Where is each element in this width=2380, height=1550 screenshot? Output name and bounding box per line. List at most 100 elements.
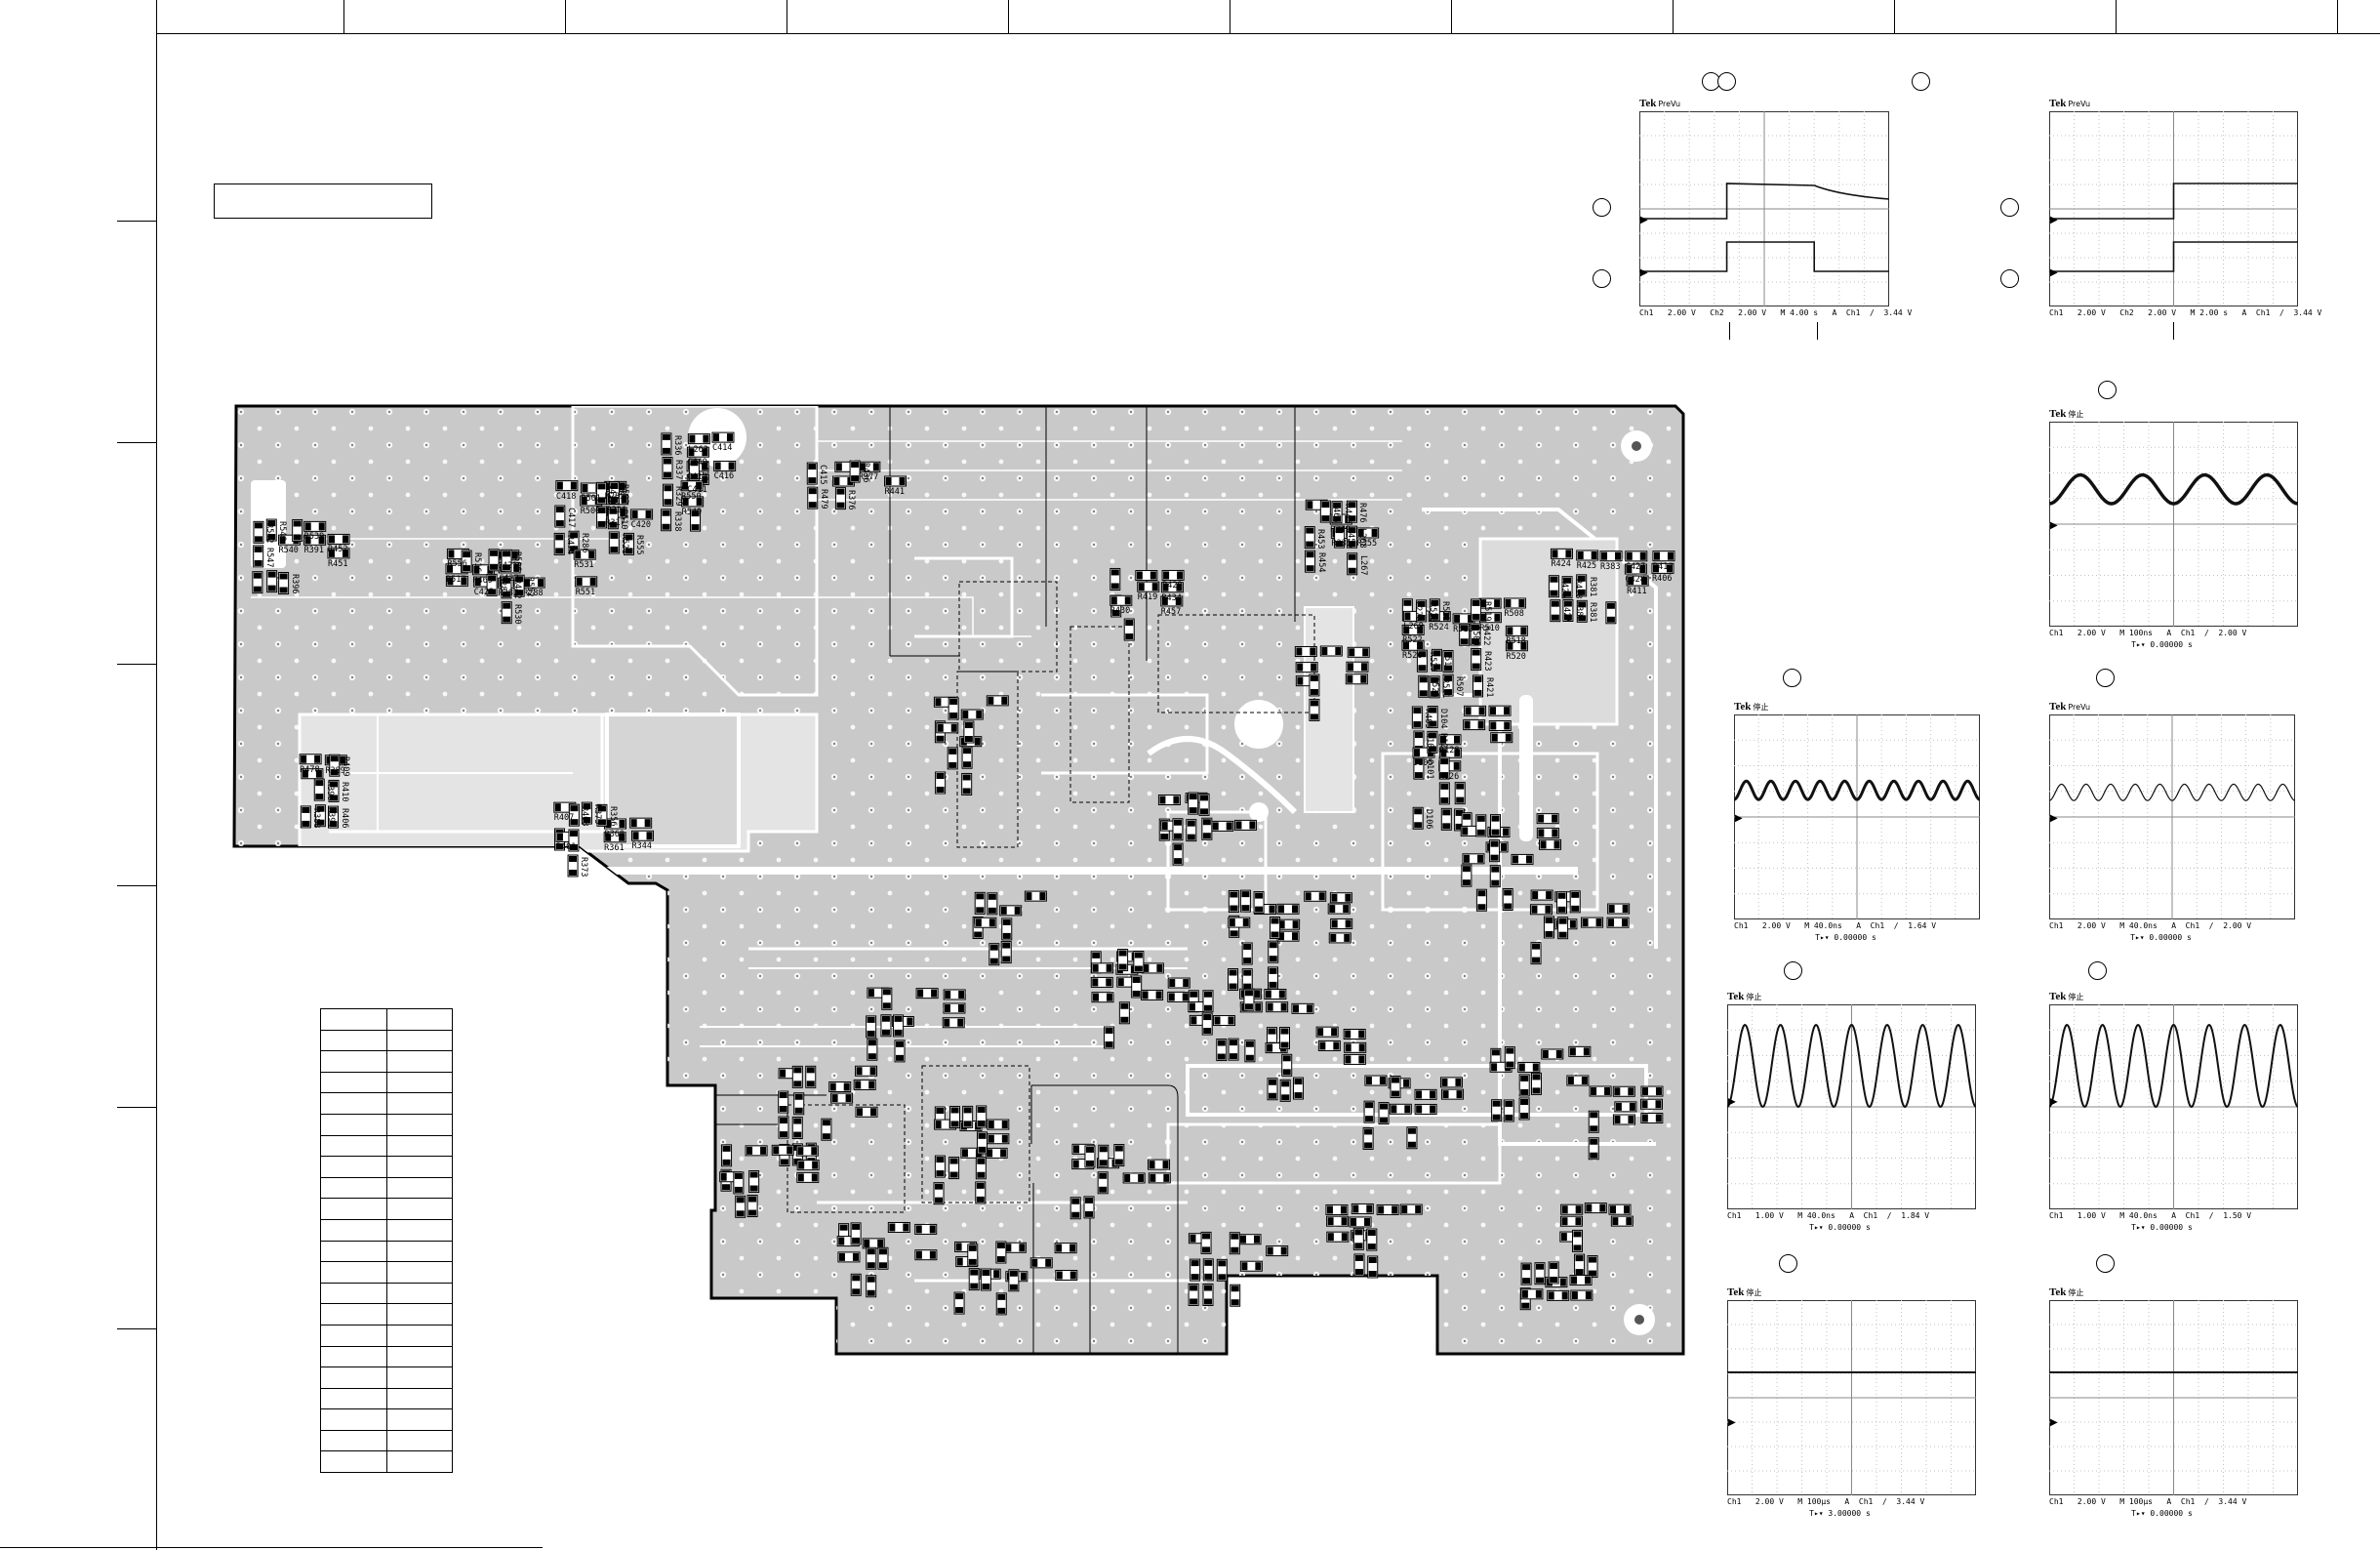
solder-pad [1348, 567, 1356, 574]
solder-pad [867, 1030, 875, 1037]
solder-pad [555, 548, 564, 554]
component-footprint [1345, 673, 1368, 685]
solder-pad [1357, 528, 1364, 537]
component-footprint [796, 1160, 820, 1171]
component-ref-label: R509 [1470, 626, 1480, 646]
row-tick [117, 221, 156, 222]
label-table-row [320, 1113, 453, 1136]
solder-pad [936, 786, 945, 793]
component-ref-label: R507 [1454, 676, 1465, 697]
solder-pad [779, 1106, 787, 1113]
solder-pad [1360, 663, 1367, 672]
solder-pad [597, 805, 606, 812]
solder-pad [936, 772, 945, 779]
component-ref-label: R288 [523, 589, 544, 599]
solder-pad [1472, 663, 1480, 670]
solder-pad [976, 1196, 985, 1203]
solder-pad [1306, 1004, 1312, 1013]
component-footprint [748, 1170, 760, 1194]
component-ref-label: C427 [1625, 561, 1646, 572]
solder-pad [702, 475, 708, 484]
solder-pad [1085, 1160, 1094, 1166]
component-footprint [791, 1117, 803, 1140]
component-footprint [1429, 598, 1440, 622]
component-footprint [1266, 1245, 1289, 1257]
solder-pad [1174, 844, 1183, 851]
solder-pad [988, 1121, 994, 1129]
solder-pad [1505, 1100, 1513, 1107]
frame-left-border [156, 0, 157, 1550]
solder-pad [1230, 1246, 1239, 1253]
solder-pad [1532, 1063, 1539, 1072]
solder-pad [1480, 613, 1487, 622]
solder-pad [1575, 1255, 1584, 1262]
component-footprint [1293, 1077, 1305, 1100]
component-footprint [1584, 1203, 1607, 1214]
component-footprint [266, 570, 278, 593]
solder-pad [1345, 1055, 1351, 1064]
solder-pad [474, 578, 481, 587]
solder-pad [315, 794, 324, 800]
component-footprint [328, 805, 340, 829]
channel-callout-marker [2000, 198, 2019, 217]
solder-pad [1538, 829, 1545, 837]
component-ref-label: R405 [1423, 708, 1433, 729]
component-footprint [1216, 1258, 1228, 1282]
solder-pad [302, 769, 308, 778]
component-footprint [1201, 817, 1213, 840]
component-footprint [314, 804, 326, 828]
component-ref-label: R452 [328, 545, 348, 555]
scope-ch1-scale: Ch1 2.00 V [2049, 1497, 2120, 1506]
solder-pad [1615, 551, 1622, 560]
component-footprint [999, 905, 1023, 917]
component-footprint [1346, 525, 1357, 549]
solder-pad [1120, 1016, 1129, 1023]
solder-pad [1331, 919, 1338, 928]
component-footprint [1344, 1041, 1367, 1053]
solder-pad [605, 833, 612, 841]
solder-pad [315, 769, 322, 778]
scope-brand-text: Tek [2049, 1286, 2067, 1298]
component-footprint [1202, 1258, 1214, 1282]
solder-pad [1281, 1081, 1290, 1087]
solder-pad [1265, 990, 1271, 999]
solder-pad [1111, 609, 1120, 616]
solder-pad [1365, 1077, 1372, 1085]
solder-pad [1490, 707, 1497, 715]
solder-pad [1151, 583, 1158, 591]
component-ref-label: R524 [1429, 622, 1449, 632]
scope-timebase: M 40.0ns [2119, 921, 2172, 930]
solder-pad [1491, 866, 1500, 873]
solder-pad [1056, 1271, 1063, 1280]
component-footprint [976, 1131, 988, 1155]
solder-pad [1249, 821, 1256, 830]
component-ref-label: R513 [1442, 651, 1453, 672]
solder-pad [1269, 956, 1277, 962]
solder-pad [944, 1018, 950, 1027]
component-footprint [1090, 976, 1113, 988]
solder-pad [1456, 796, 1465, 803]
scope-trigger: A Ch1 ∕ 3.44 V [2166, 1497, 2261, 1506]
solder-pad [1606, 616, 1615, 623]
component-footprint [1270, 916, 1281, 939]
label-table-row [320, 1303, 453, 1326]
solder-pad [1173, 833, 1182, 839]
component-footprint [778, 1090, 789, 1114]
scope-screen: ▶▶ [2049, 111, 2298, 306]
solder-pad [1557, 892, 1566, 899]
component-footprint [1228, 1038, 1239, 1061]
solder-pad [1160, 834, 1169, 840]
component-footprint [1113, 1144, 1125, 1167]
component-footprint [1294, 645, 1317, 657]
solder-pad [780, 1159, 788, 1165]
solder-pad [279, 573, 288, 580]
solder-pad [329, 821, 338, 828]
component-footprint [595, 481, 607, 505]
component-footprint [961, 746, 973, 769]
solder-pad [956, 1257, 963, 1266]
solder-pad [575, 551, 582, 559]
solder-pad [1358, 1043, 1365, 1052]
solder-pad [1242, 918, 1249, 927]
